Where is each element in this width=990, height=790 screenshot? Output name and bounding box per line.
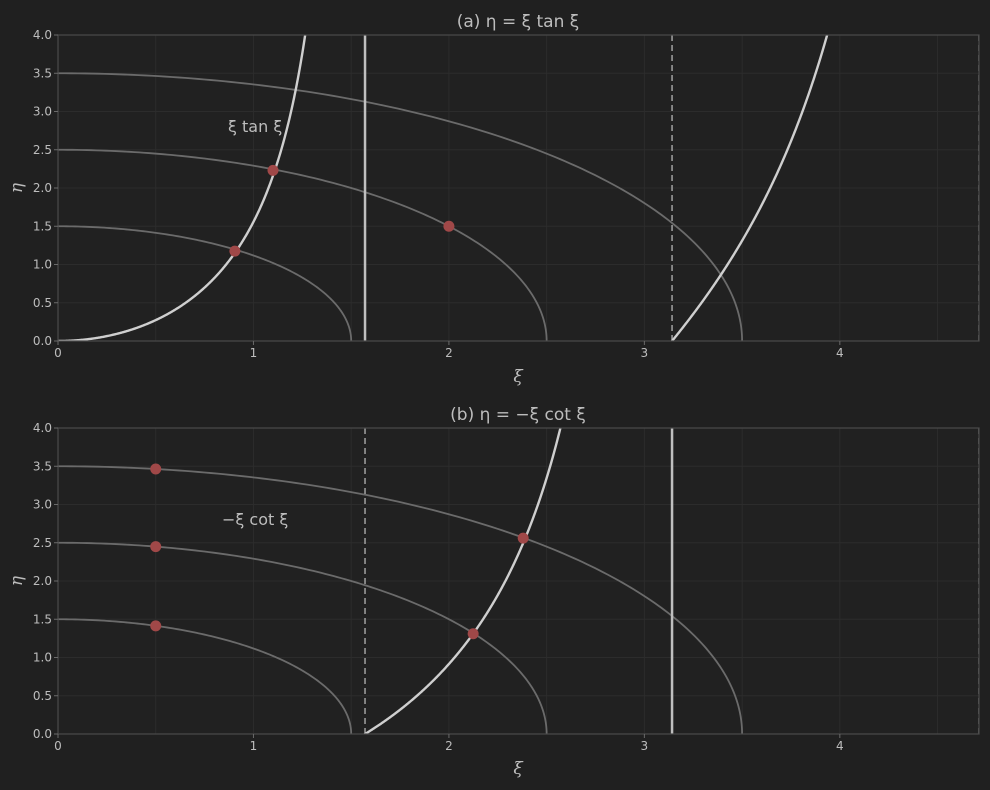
y-tick-label: 0.0: [33, 334, 52, 348]
y-tick-label: 3.5: [33, 66, 52, 80]
plot-content: [58, 35, 979, 341]
y-tick-label: 0.0: [33, 727, 52, 741]
y-tick-label: 3.0: [33, 105, 52, 119]
y-tick-label: 4.0: [33, 28, 52, 42]
y-tick-label: 2.0: [33, 574, 52, 588]
x-tick-label: 1: [250, 346, 258, 360]
y-tick-label: 0.5: [33, 296, 52, 310]
plot-content: [58, 428, 979, 734]
curve-series: [58, 35, 829, 341]
curve-annotation: −ξ cot ξ: [222, 510, 288, 529]
circle-arc-series: [58, 465, 743, 734]
x-tick-label: 1: [250, 739, 258, 753]
intersection-point: [150, 463, 162, 475]
x-tick-label: 3: [641, 739, 649, 753]
y-axis-label: η: [7, 575, 27, 586]
y-tick-label: 4.0: [33, 421, 52, 435]
intersection-point: [467, 628, 479, 640]
x-tick-label: 2: [445, 739, 453, 753]
intersection-point: [150, 541, 162, 553]
y-tick-label: 0.5: [33, 689, 52, 703]
y-tick-label: 2.5: [33, 536, 52, 550]
intersection-point: [267, 164, 279, 176]
curve-annotation: ξ tan ξ: [228, 117, 282, 136]
x-tick-label: 4: [836, 346, 844, 360]
y-tick-label: 1.0: [33, 651, 52, 665]
curve-series: [362, 428, 979, 734]
intersection-point: [229, 245, 241, 257]
plot-area: 0 1 2 3 4 0.0 0.5 1.0 1.5 2.0 2.5 3.0 3.5 4.0: [33, 28, 980, 360]
x-axis-label: ξ: [513, 367, 524, 387]
y-tick-label: 1.5: [33, 219, 52, 233]
x-axis-label: ξ: [513, 759, 524, 779]
y-tick-label: 2.5: [33, 143, 52, 157]
intersection-point: [443, 220, 455, 232]
y-tick-label: 1.5: [33, 612, 52, 626]
x-tick-label: 4: [836, 739, 844, 753]
y-tick-label: 3.5: [33, 459, 52, 473]
x-tick-label: 0: [54, 346, 62, 360]
y-axis-label: η: [7, 182, 27, 193]
y-tick-label: 1.0: [33, 258, 52, 272]
circle-arc-series: [58, 72, 743, 341]
x-tick-label: 3: [641, 346, 649, 360]
circle-arc-series: [58, 148, 548, 341]
panel-title: (a) η = ξ tan ξ: [457, 12, 580, 32]
y-tick-label: 3.0: [33, 498, 52, 512]
intersection-point: [150, 620, 162, 632]
panel-a: 0 1 2 3 4 0.0 0.5 1.0 1.5 2.0 2.5 3.0 3.5 4.0 (a) η =…: [7, 12, 980, 387]
circle-arc-series: [58, 618, 353, 734]
circle-arc-series: [58, 541, 548, 734]
panel-title: (b) η = −ξ cot ξ: [450, 405, 586, 425]
y-tick-label: 2.0: [33, 181, 52, 195]
panel-b: 0 1 2 3 4 0.0 0.5 1.0 1.5 2.0 2.5 3.0 3.5 4.0 (b) η =…: [7, 405, 980, 779]
intersection-point: [517, 532, 529, 544]
x-tick-label: 0: [54, 739, 62, 753]
plot-area: 0 1 2 3 4 0.0 0.5 1.0 1.5 2.0 2.5 3.0 3.5 4.0: [33, 421, 980, 753]
x-tick-label: 2: [445, 346, 453, 360]
circle-arc-series: [58, 225, 353, 341]
